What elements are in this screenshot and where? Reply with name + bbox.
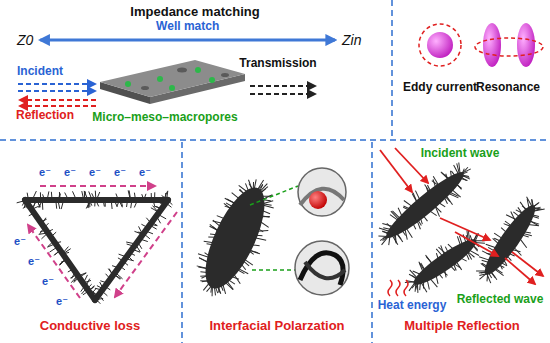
fibre-core [95,200,168,300]
fibre-core [194,180,277,297]
mechanism-label: Conductive loss [40,319,140,334]
mechanism-label: Multiple Reflection [404,319,520,334]
electron-symbol: e⁻ [28,255,40,268]
wave-label: Transmission [239,57,316,71]
impedance-text: Z0 [17,32,33,48]
pore [177,68,187,73]
pore-dot [125,81,131,87]
electron-symbol: e⁻ [42,275,54,288]
ray [455,232,498,256]
resonance-particle [483,23,501,67]
panel-title: Impedance matching [130,5,259,20]
wave-label: Incident [17,65,63,79]
pore [141,86,149,90]
fibre-rod [183,167,289,307]
electron-path [115,212,177,297]
resonance-particle [517,23,535,67]
fibre-illustrations [17,154,550,307]
incident-arrow [18,83,95,85]
structure-label: Micro–meso–macropores [92,111,237,125]
ray [380,150,412,192]
reflection-arrow [20,105,96,107]
conductive-arrows [28,186,177,298]
fibre-core [25,200,95,300]
mechanism-label: Resonance [476,81,540,95]
electron-symbol: e⁻ [39,166,51,179]
resonance-ring [475,38,543,56]
interfacial-zoom [250,168,349,295]
eddy-ring [419,24,461,66]
fibre-bar [24,190,168,209]
reflection-arrow [20,99,96,101]
absorber-slab [100,60,245,104]
incident-arrow [18,90,95,92]
heat-wave [404,280,408,296]
eddy-current-icon [419,24,461,66]
electron-symbol: e⁻ [64,166,76,179]
double-arrow [40,39,335,42]
edge-label: Well match [156,20,219,34]
zoom-leader [250,186,298,205]
electron-symbol: e⁻ [14,235,26,248]
mechanism-label: Eddy current [403,81,477,95]
divider [371,142,373,343]
particle [309,191,327,209]
pore-dot [209,77,215,83]
fibre-core [409,234,480,291]
mechanism-label: Reflected wave [457,293,544,307]
pore-dot [195,67,201,73]
tube [300,253,343,285]
heat-wave [388,280,392,296]
impedance-text: Zin [342,32,361,48]
mechanism-label: Interfacial Polarzation [209,319,344,334]
heat-wave [396,280,400,296]
fibre-bar [92,195,172,303]
electron-path [40,185,155,187]
impedance-symbol: Zin [338,30,365,50]
transmission-arrow [250,85,315,87]
fibre-rod [369,154,482,257]
slab-top [100,60,245,97]
fibre-rod [467,191,550,291]
impedance-symbol: Z0 [13,30,37,50]
fibre-bar [17,200,103,300]
zoom-circle [295,241,349,295]
wave-label: Reflection [16,109,74,123]
divider [181,142,183,343]
fibre-core [25,197,168,203]
electron-symbol: e⁻ [114,166,126,179]
ray [505,258,535,284]
multiple-reflection-rays [380,148,543,296]
electron-symbol: e⁻ [139,166,151,179]
electron-symbol: e⁻ [56,295,68,308]
zoom-leader [252,269,295,271]
mechanism-label: Heat energy [378,299,447,313]
eddy-sphere [427,32,453,58]
wave-arrows [18,84,315,106]
pore-dot [169,85,175,91]
resonance-icon [475,23,543,67]
electron-path [28,225,80,298]
ray [512,252,543,276]
divider [0,139,550,141]
transmission-arrow [250,93,315,95]
mechanism-label: Incident wave [421,147,500,161]
pore-dot [157,76,163,82]
electron-symbol: e⁻ [89,166,101,179]
divider [391,0,393,138]
zoom-circle [298,168,346,216]
tube [305,262,345,278]
pore [221,73,229,77]
